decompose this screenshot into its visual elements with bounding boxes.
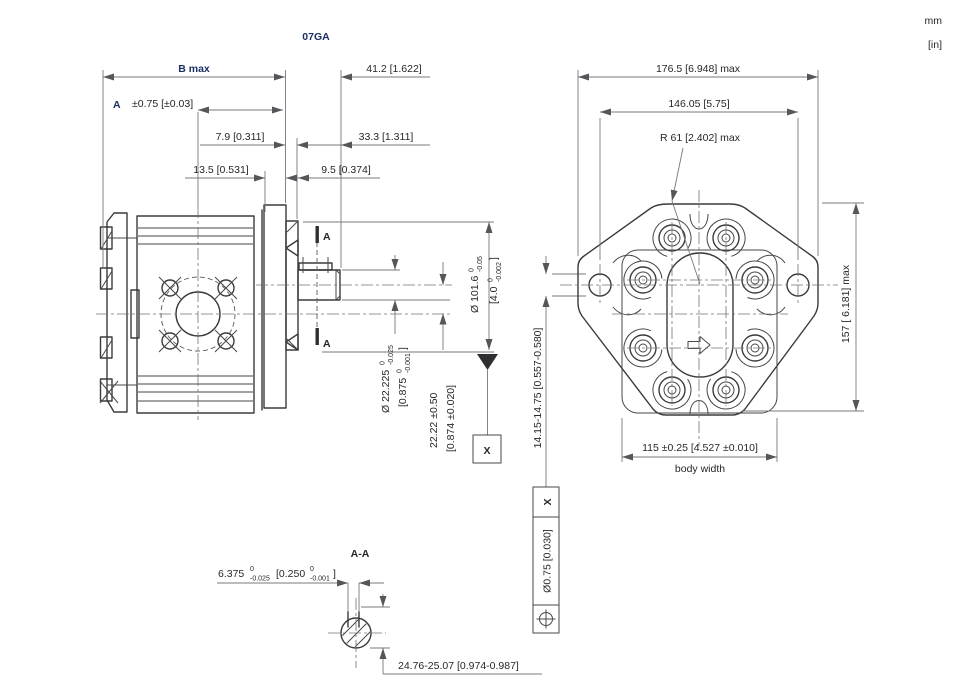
dim-176-5: 176.5 [6.948] max bbox=[656, 63, 741, 75]
svg-text:157 [ 6.181] max: 157 [ 6.181] max bbox=[840, 264, 852, 343]
svg-text:]: ] bbox=[333, 568, 336, 580]
dim-24-76: 24.76-25.07 [0.974-0.987] bbox=[398, 660, 519, 672]
svg-text:0: 0 bbox=[488, 278, 495, 282]
svg-text:X: X bbox=[542, 498, 554, 505]
dim-r61: R 61 [2.402] max bbox=[660, 132, 741, 144]
dim-115: 115 ±0.25 [4.527 ±0.010] bbox=[642, 442, 758, 454]
dim-shaft-diameter: Ø 22.225 0 -0.025 [0.875 0 -0.001 ] bbox=[380, 345, 413, 413]
dim-gear-centers: 22.22 ±0.50 [0.874 ±0.020] bbox=[428, 385, 457, 452]
dim-b-max: B max bbox=[178, 63, 210, 75]
dim-146-05: 146.05 [5.75] bbox=[668, 98, 729, 110]
dim-13-5: 13.5 [0.531] bbox=[193, 164, 249, 176]
fcf-tolerance: Ø0.75 [0.030] bbox=[542, 529, 554, 593]
svg-text:0: 0 bbox=[310, 566, 314, 573]
dim-mounting-slot: 14.15-14.75 [0.557-0.580] bbox=[532, 327, 544, 448]
svg-text:22.22 ±0.50: 22.22 ±0.50 bbox=[428, 392, 440, 448]
svg-text:0: 0 bbox=[380, 361, 387, 365]
dim-9-5: 9.5 [0.374] bbox=[321, 164, 371, 176]
section-title: A-A bbox=[351, 548, 370, 560]
svg-text:[0.250: [0.250 bbox=[276, 568, 305, 580]
svg-text:[4.0: [4.0 bbox=[488, 286, 500, 304]
side-view-dimensions bbox=[102, 70, 586, 487]
section-cut-mark-bottom bbox=[315, 328, 319, 345]
dim-7-9: 7.9 [0.311] bbox=[216, 131, 265, 143]
rear-view-centerlines bbox=[560, 190, 838, 446]
dim-a-tol: ±0.75 [±0.03] bbox=[132, 98, 193, 110]
datum-x-box bbox=[472, 434, 502, 464]
dim-157: 157 [ 6.181] max bbox=[840, 264, 852, 343]
dim-41-2: 41.2 [1.622] bbox=[366, 63, 422, 75]
units-in: [in] bbox=[928, 39, 942, 51]
svg-text:[0.874 ±0.020]: [0.874 ±0.020] bbox=[445, 385, 457, 452]
svg-text:Ø0.75 [0.030]: Ø0.75 [0.030] bbox=[542, 529, 554, 593]
section-cut-mark-top bbox=[315, 226, 319, 243]
rear-view-dimensions bbox=[532, 70, 864, 634]
dim-a-label: A bbox=[113, 99, 121, 111]
units-mm: mm bbox=[925, 15, 943, 27]
hatching bbox=[342, 619, 370, 647]
fcf-datum-ref: X bbox=[542, 498, 554, 505]
svg-text:-0.05: -0.05 bbox=[477, 256, 484, 272]
datum-x-label: X bbox=[483, 445, 490, 457]
svg-text:14.15-14.75 [0.557-0.580]: 14.15-14.75 [0.557-0.580] bbox=[532, 327, 544, 448]
dim-pilot-diameter: Ø 101.6 0 -0.05 [4.0 0 -0.002 ] bbox=[469, 256, 504, 313]
svg-text:6.375: 6.375 bbox=[218, 568, 244, 580]
side-view-linework bbox=[99, 204, 341, 414]
svg-text:[0.875: [0.875 bbox=[397, 378, 409, 407]
svg-text:Ø 101.6: Ø 101.6 bbox=[469, 275, 481, 313]
svg-text:Ø 22.225: Ø 22.225 bbox=[380, 370, 392, 413]
section-aa-linework bbox=[328, 583, 386, 668]
svg-text:]: ] bbox=[488, 257, 500, 260]
position-symbol-icon bbox=[536, 609, 556, 629]
svg-text:0: 0 bbox=[250, 566, 254, 573]
section-mark-a-top: A bbox=[323, 231, 331, 243]
svg-text:-0.001: -0.001 bbox=[310, 576, 330, 583]
svg-text:-0.001: -0.001 bbox=[405, 353, 412, 373]
section-aa-dimensions bbox=[217, 579, 542, 675]
svg-text:0: 0 bbox=[469, 268, 476, 272]
svg-text:-0.002: -0.002 bbox=[496, 262, 503, 282]
rear-view-linework bbox=[577, 203, 819, 416]
svg-text:-0.025: -0.025 bbox=[250, 576, 270, 583]
svg-text:-0.025: -0.025 bbox=[388, 345, 395, 365]
page-title: 07GA bbox=[302, 31, 330, 43]
rotation-arrow-icon bbox=[687, 336, 711, 354]
dim-body-width: body width bbox=[675, 463, 725, 475]
section-mark-a-bottom: A bbox=[323, 338, 331, 350]
side-view-centerlines bbox=[96, 206, 452, 420]
feature-control-frame bbox=[532, 486, 560, 634]
svg-text:]: ] bbox=[397, 347, 409, 350]
dim-33-3: 33.3 [1.311] bbox=[359, 131, 414, 143]
svg-text:0: 0 bbox=[397, 369, 404, 373]
datum-triangle bbox=[477, 354, 498, 370]
dim-key-width: 6.375 0 -0.025 [0.250 0 -0.001 ] bbox=[218, 566, 336, 583]
